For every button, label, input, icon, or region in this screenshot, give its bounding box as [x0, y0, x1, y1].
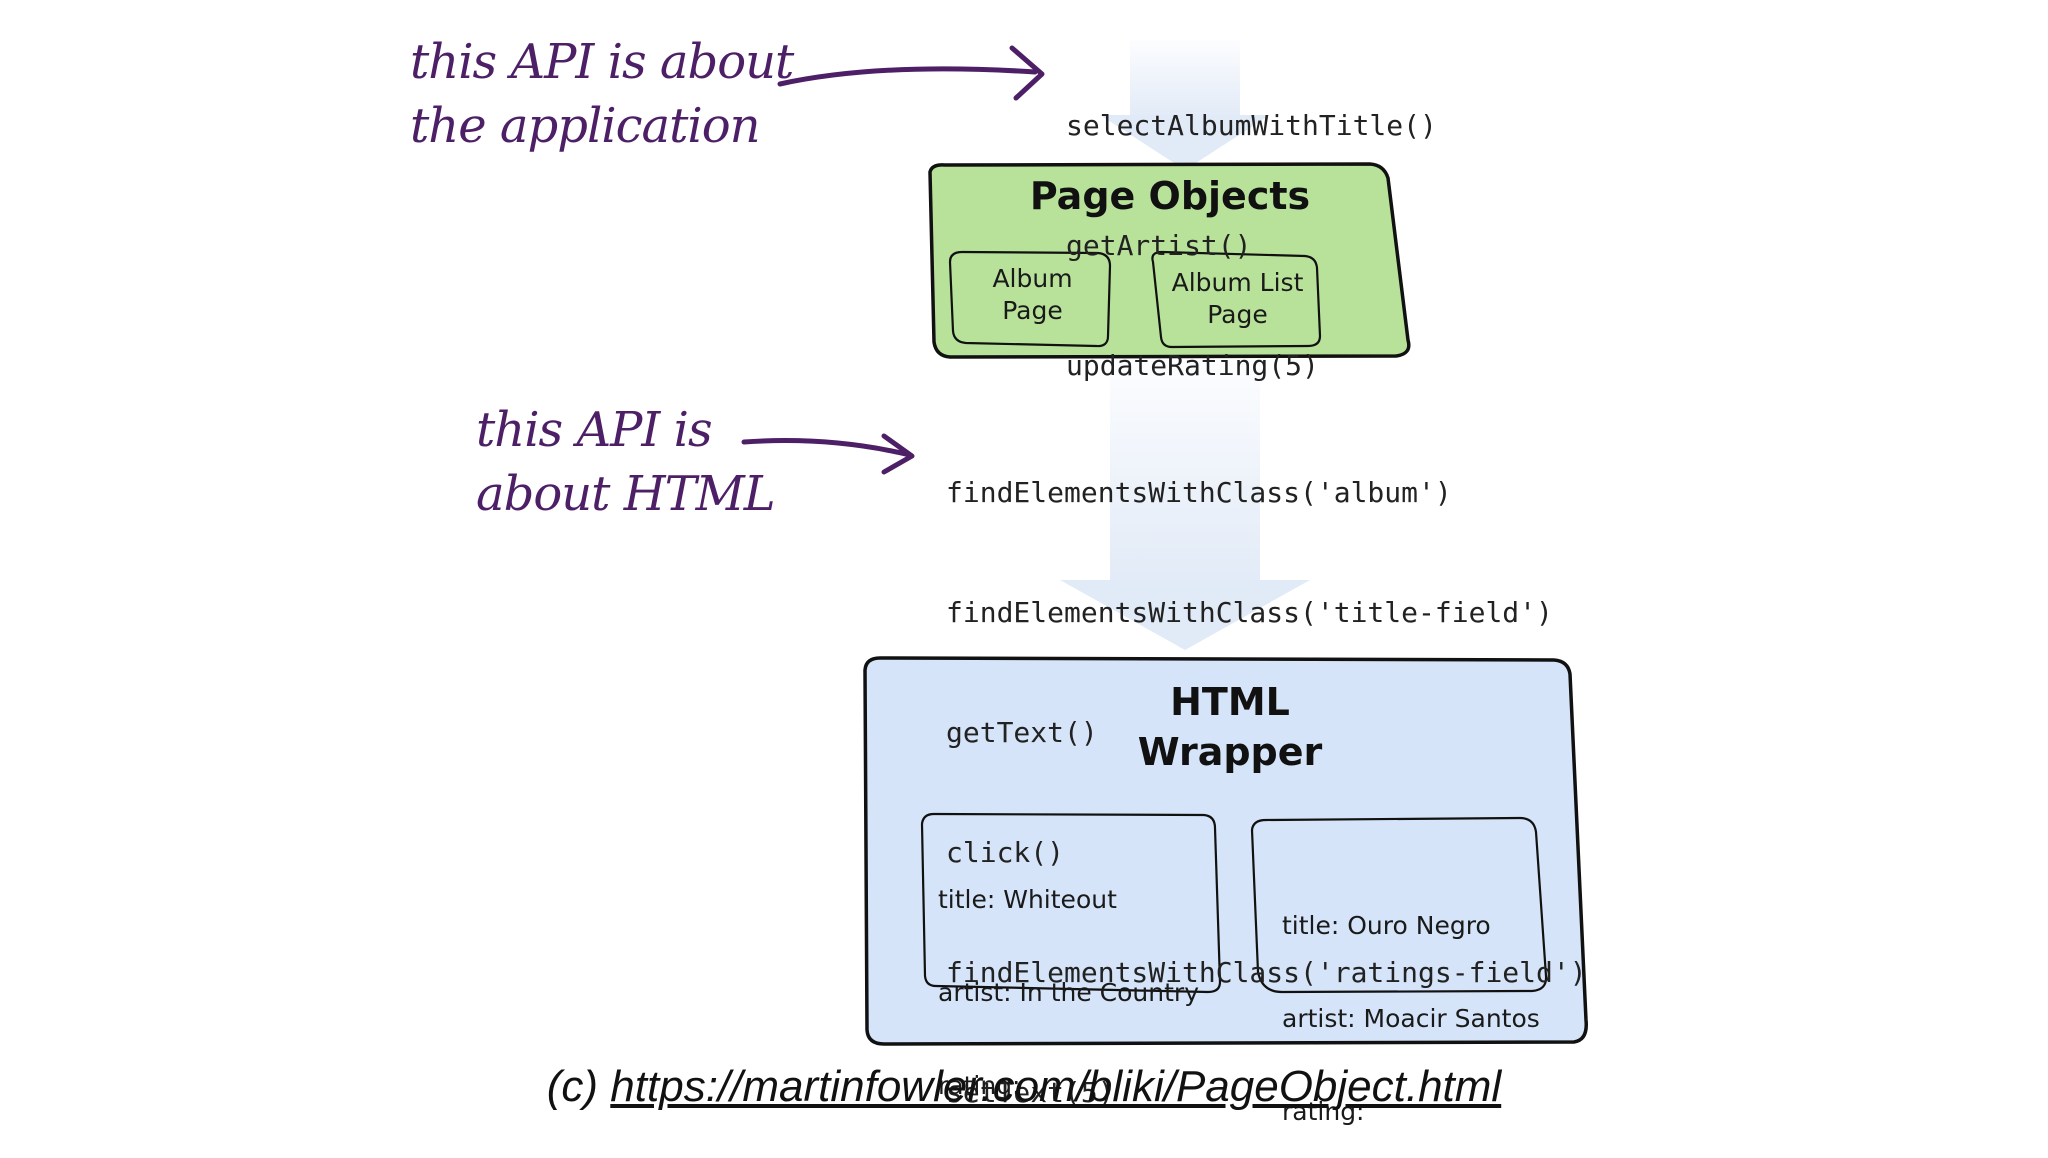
arrow-to-page-objects-api	[777, 45, 1045, 101]
code-line: findElementsWithClass('album')	[946, 476, 1452, 509]
album-page-box	[948, 250, 1112, 348]
album-card-2: title: Ouro Negro artist: Moacir Santos …	[1282, 848, 1540, 1158]
album-page-label: Album Page	[992, 264, 1073, 325]
code-line: updateRating(5)	[1066, 349, 1319, 382]
annotation-application-api: this API is about the application	[410, 34, 794, 154]
code-line: getText()	[946, 716, 1098, 749]
code-line: setText(5)	[946, 1076, 1115, 1109]
album-card-box-1	[920, 812, 1222, 994]
annotation-html-api: this API is about HTML	[476, 402, 776, 522]
album-list-page-label: Album List Page	[1171, 268, 1304, 329]
source-caption: (c) https://martinfowler.com/bliki/PageO…	[0, 1062, 2048, 1112]
code-line: findElementsWithClass('ratings-field')	[946, 956, 1587, 989]
album-title-field: title: Ouro Negro	[1282, 911, 1491, 940]
album-title-field: title: Whiteout	[938, 885, 1117, 914]
flow-arrow-top	[1100, 40, 1270, 170]
album-artist-field: artist: Moacir Santos	[1282, 1004, 1540, 1033]
html-wrapper-title: HTML Wrapper	[1137, 680, 1323, 774]
page-objects-api-list: selectAlbumWithTitle() getArtist() updat…	[1066, 26, 1437, 426]
code-line: click()	[946, 836, 1065, 869]
page-objects-title: Page Objects	[1029, 174, 1311, 218]
source-link[interactable]: https://martinfowler.com/bliki/PageObjec…	[610, 1062, 1502, 1111]
album-rating-field: rating:	[938, 1071, 1021, 1100]
code-line: findElementsWithClass('title-field')	[946, 596, 1553, 629]
album-rating-field: rating:	[1282, 1097, 1365, 1126]
flow-arrow-middle	[1060, 360, 1310, 650]
album-card-1: title: Whiteout artist: In the Country r…	[938, 822, 1199, 1132]
code-line: selectAlbumWithTitle()	[1066, 109, 1437, 142]
html-wrapper-box	[863, 656, 1588, 1046]
code-line: getArtist()	[1066, 229, 1252, 262]
page-objects-box	[928, 162, 1411, 359]
caption-prefix: (c)	[546, 1062, 611, 1111]
album-card-box-2	[1250, 816, 1548, 994]
html-api-list: findElementsWithClass('album') findEleme…	[946, 393, 1587, 1153]
arrow-to-html-api	[741, 433, 915, 475]
album-artist-field: artist: In the Country	[938, 978, 1199, 1007]
album-list-page-box	[1151, 250, 1322, 349]
